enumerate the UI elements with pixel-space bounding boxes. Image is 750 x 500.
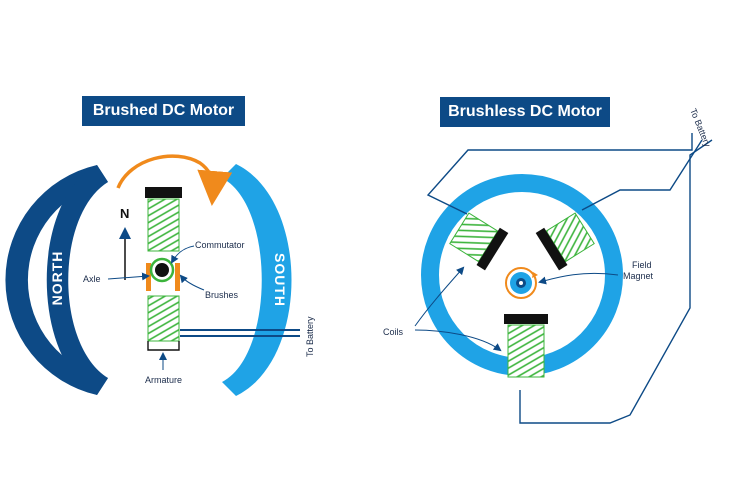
left-coil bbox=[449, 212, 499, 263]
coils-label: Coils bbox=[383, 327, 404, 337]
axle bbox=[155, 263, 169, 277]
south-label: SOUTH bbox=[272, 253, 288, 307]
bottom-coil bbox=[507, 324, 545, 378]
brushed-motor: NORTH SOUTH N To Battery Commutator Axle bbox=[5, 154, 315, 396]
armature-top-cap bbox=[145, 187, 182, 198]
rotation-arrow bbox=[116, 154, 233, 206]
field-label: Field bbox=[632, 260, 652, 270]
armature-label: Armature bbox=[145, 375, 182, 385]
right-coil-assembly bbox=[535, 212, 595, 271]
brushes-leader bbox=[179, 274, 205, 291]
rotor-rotation-ring bbox=[505, 267, 537, 299]
right-coil bbox=[545, 212, 595, 263]
north-label: NORTH bbox=[49, 251, 65, 306]
commutator-leader bbox=[171, 245, 195, 264]
north-magnet-body bbox=[46, 165, 108, 395]
armature-lower-coil bbox=[147, 295, 180, 342]
brushless-motor: To Battery Field Magnet Coils bbox=[383, 107, 713, 424]
axle-label: Axle bbox=[83, 274, 101, 284]
brushed-motor-title: Brushed DC Motor bbox=[82, 96, 245, 126]
left-pole-shoe bbox=[476, 227, 509, 271]
bottom-pole-shoe bbox=[504, 314, 548, 324]
rotor-rotation-arrow bbox=[532, 272, 538, 278]
brushless-wire-1 bbox=[426, 133, 693, 215]
brushless-wire-3 bbox=[519, 139, 713, 424]
armature-frame bbox=[147, 341, 180, 351]
brushed-to-battery-label: To Battery bbox=[305, 316, 315, 357]
north-magnet bbox=[5, 165, 109, 395]
n-mark: N bbox=[120, 206, 129, 221]
commutator-label: Commutator bbox=[195, 240, 245, 250]
field-magnet-leader bbox=[538, 272, 619, 285]
south-magnet bbox=[222, 164, 292, 396]
left-coil-assembly bbox=[449, 212, 509, 271]
brushes-label: Brushes bbox=[205, 290, 239, 300]
coils-leader-2 bbox=[414, 329, 502, 352]
right-pole-shoe bbox=[535, 227, 568, 271]
coils-leader-1 bbox=[414, 266, 465, 327]
brush-right bbox=[175, 263, 180, 291]
brushless-wire-2 bbox=[581, 139, 703, 211]
axle-leader bbox=[107, 272, 150, 281]
rotor-center bbox=[519, 281, 523, 285]
magnet-label: Magnet bbox=[623, 271, 654, 281]
brushless-motor-title: Brushless DC Motor bbox=[440, 97, 610, 127]
armature-upper-coil bbox=[147, 198, 180, 252]
